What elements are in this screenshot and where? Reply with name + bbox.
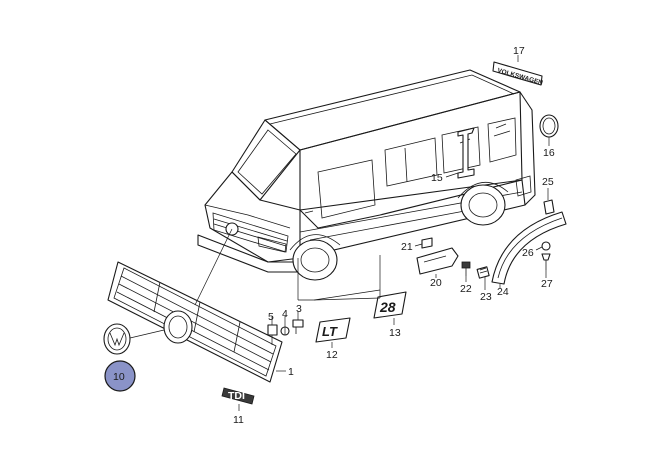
callout-27[interactable]: 27: [541, 278, 553, 290]
badge-28-part: 28: [373, 291, 407, 319]
callout-22[interactable]: 22: [460, 283, 472, 295]
callout-12[interactable]: 12: [326, 349, 338, 361]
vw-emblem-part: [103, 323, 165, 355]
leader-lines: [194, 55, 550, 411]
screw-22-part: [461, 261, 471, 276]
tdi-badge-part: TDI: [221, 387, 255, 405]
callout-23[interactable]: 23: [480, 291, 492, 303]
callout-26[interactable]: 26: [522, 247, 534, 259]
callout-10[interactable]: 10: [113, 371, 125, 383]
tdi-badge-text: TDI: [228, 390, 245, 402]
callout-11[interactable]: 11: [233, 414, 244, 426]
callout-labels: 1 3 4 5 10 11 12 13 15 16 17 20 21 22 23…: [113, 45, 555, 426]
rear-emblem-part: [539, 114, 559, 138]
callout-3[interactable]: 3: [296, 303, 302, 315]
spacer-23-part: [476, 266, 490, 279]
callout-25[interactable]: 25: [542, 176, 554, 188]
van-illustration: [197, 69, 536, 281]
callout-5[interactable]: 5: [268, 311, 274, 323]
badge-28-text: 28: [379, 299, 396, 315]
callout-4[interactable]: 4: [282, 308, 288, 320]
side-marker-part: [416, 247, 459, 275]
pillar-trim-part: [457, 127, 475, 179]
callout-24[interactable]: 24: [497, 286, 509, 298]
grille-part: [107, 261, 283, 383]
lt-badge-part: LT: [315, 317, 351, 343]
callout-17[interactable]: 17: [513, 45, 525, 57]
screw-27-part: [541, 253, 551, 270]
callout-16[interactable]: 16: [543, 147, 555, 159]
lt-badge-text: LT: [322, 324, 338, 339]
clip-25-part: [543, 199, 555, 215]
callout-10-highlight[interactable]: [104, 360, 136, 392]
nut-26-part: [541, 241, 551, 251]
callout-15[interactable]: 15: [431, 172, 443, 184]
wheel-arch-part: [491, 211, 567, 285]
callout-13[interactable]: 13: [389, 327, 401, 339]
callout-20[interactable]: 20: [430, 277, 442, 289]
callout-21[interactable]: 21: [401, 241, 413, 253]
callout-1[interactable]: 1: [288, 366, 294, 378]
clip-21-part: [421, 237, 433, 249]
